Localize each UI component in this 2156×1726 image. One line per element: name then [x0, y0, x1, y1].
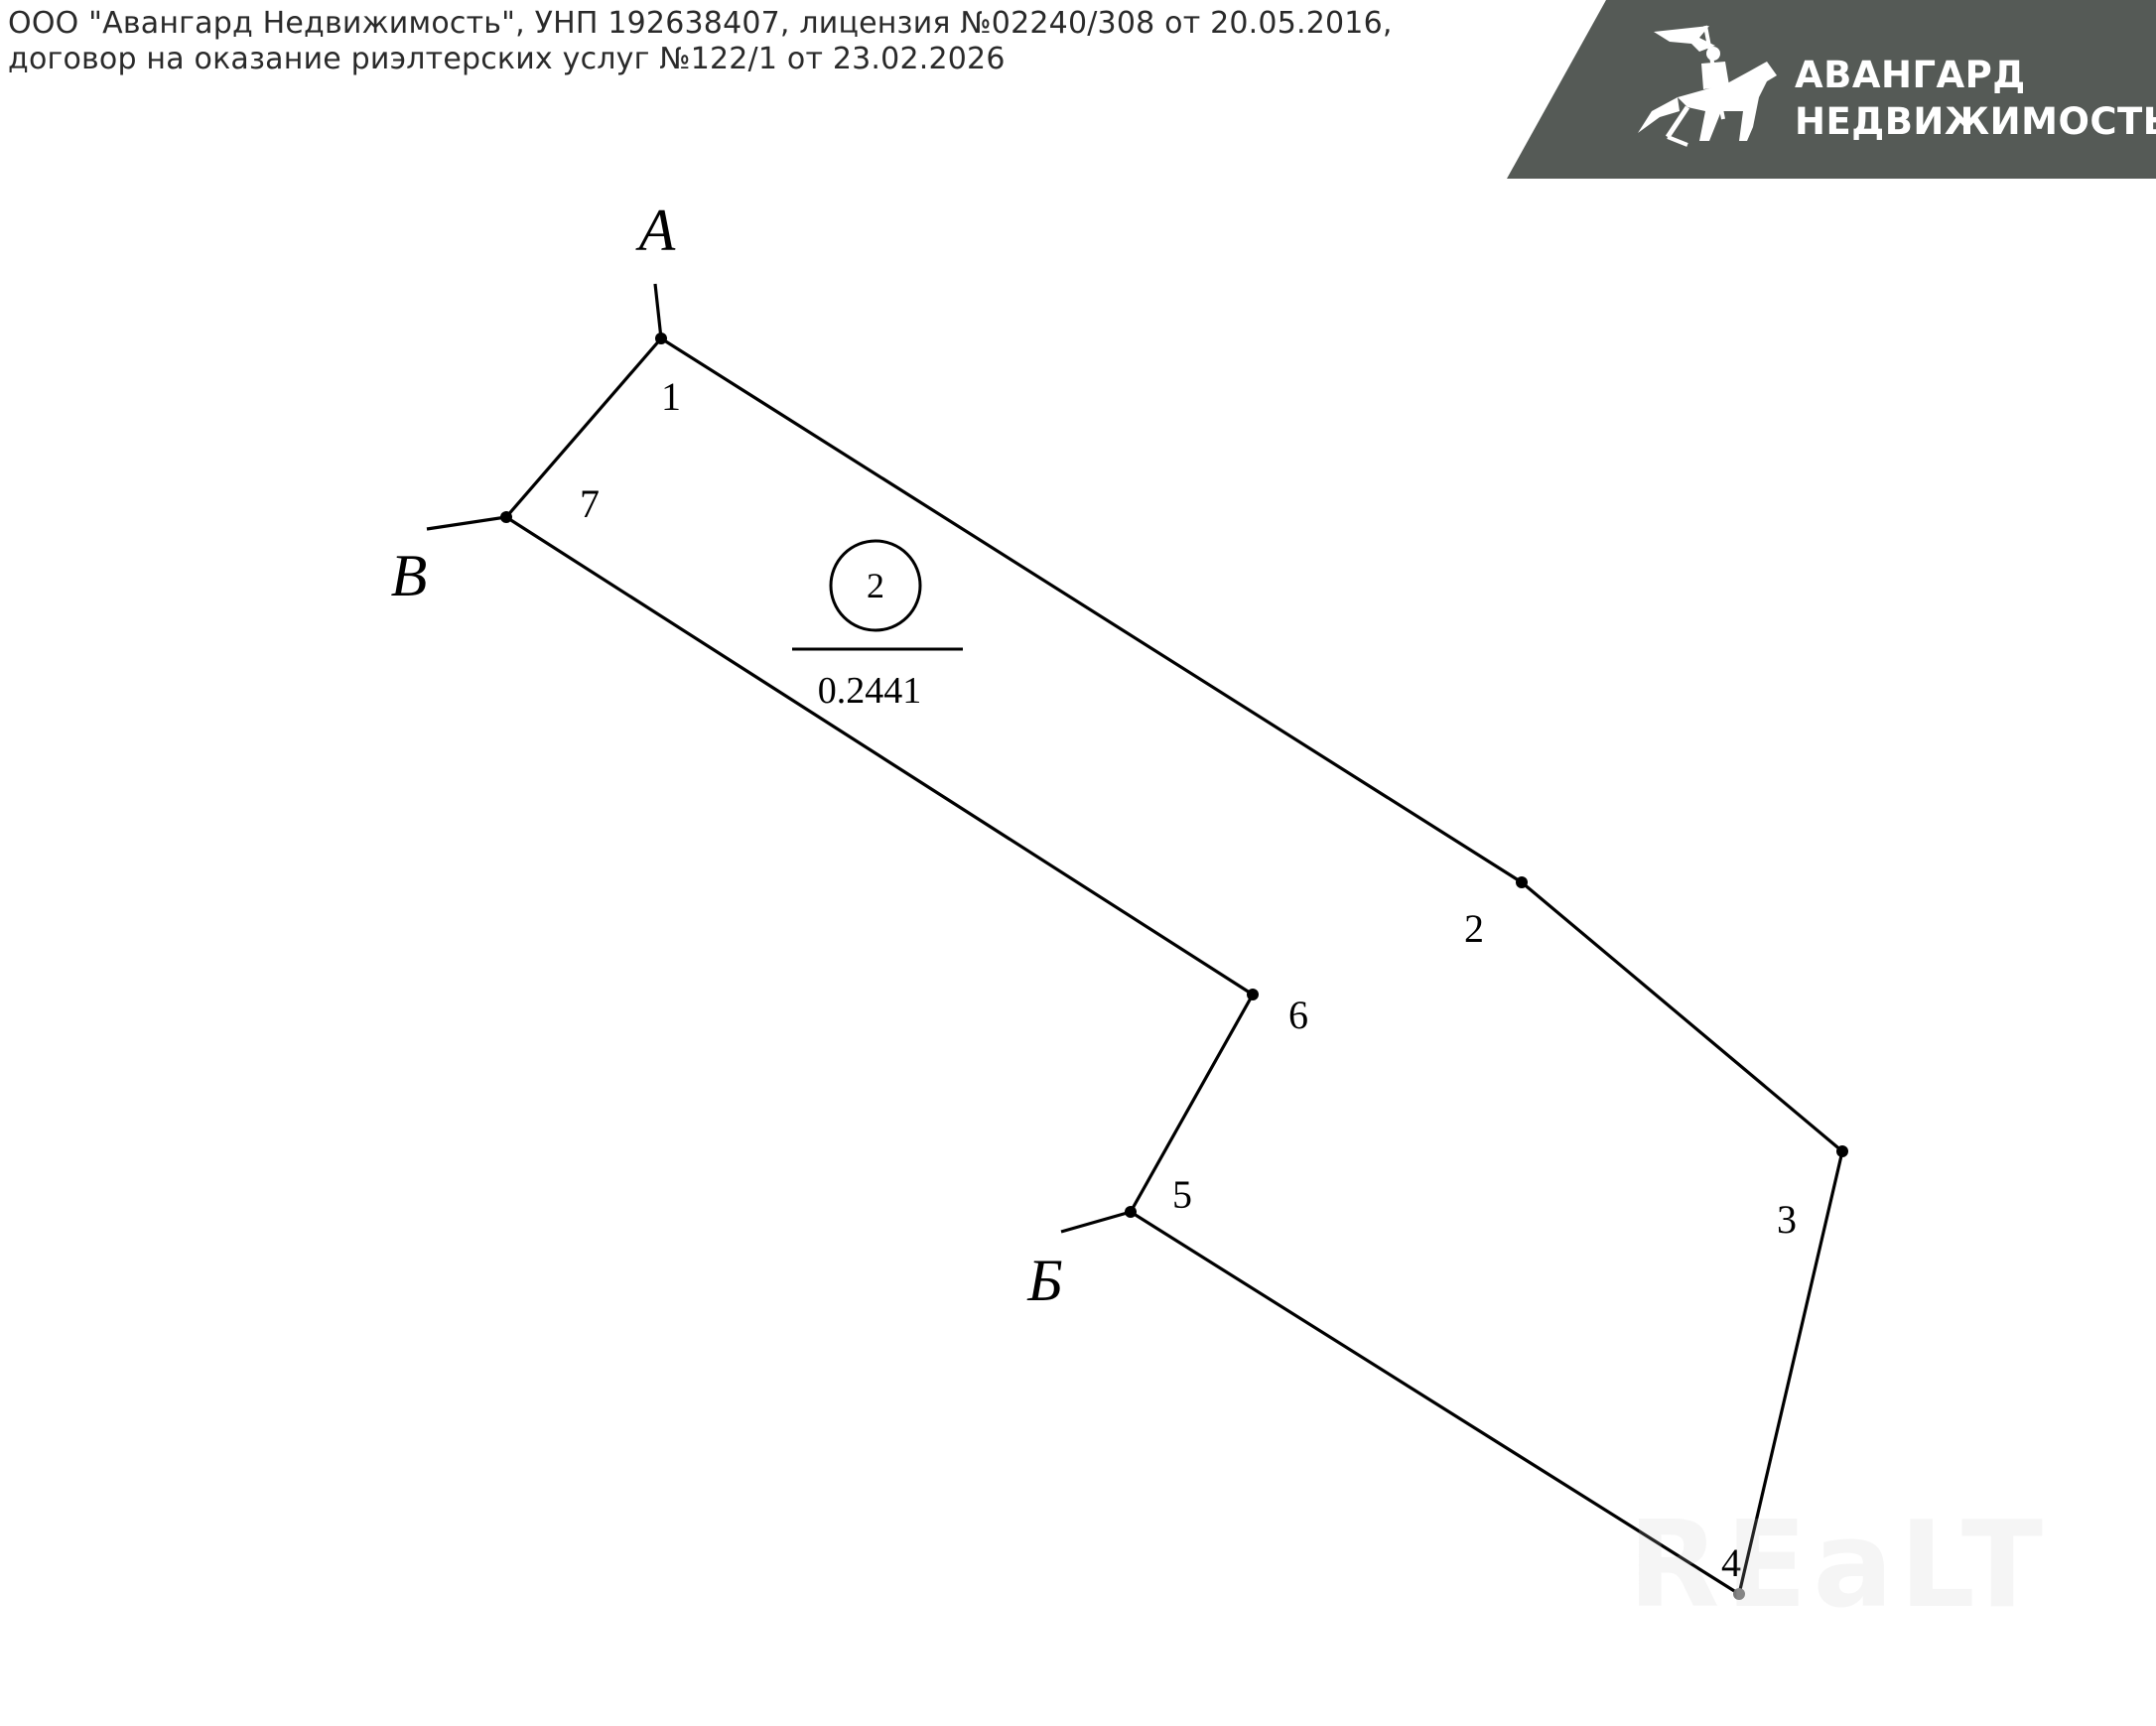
logo-wordmark: АВАНГАРД НЕДВИЖИМОСТЬ: [1795, 52, 2156, 145]
boundary-segment-7-1: [504, 336, 663, 519]
vertex-6: [1247, 989, 1259, 1000]
boundary-segment-3-4: [1737, 1150, 1844, 1595]
neighbor-tick-b: [1060, 1210, 1132, 1234]
vertex-7: [500, 511, 512, 523]
parcel-area: 0.2441: [818, 670, 922, 712]
neighbor-label-v: В: [391, 543, 428, 608]
parcel-number-circle: [829, 539, 922, 632]
realt-watermark: REaLT: [1628, 1497, 2049, 1635]
vertex-label-6: 6: [1288, 993, 1308, 1037]
logo-line-2: НЕДВИЖИМОСТЬ: [1795, 100, 2156, 143]
vertex-5: [1125, 1206, 1137, 1218]
boundary-segment-6-7: [505, 515, 1254, 996]
neighbor-tick-a: [653, 283, 663, 339]
neighbor-label-b: Б: [1026, 1248, 1062, 1313]
vertex-1: [655, 332, 667, 344]
boundary-segment-5-6: [1129, 994, 1255, 1213]
vertex-3: [1836, 1145, 1848, 1157]
neighbor-tick-v: [426, 515, 507, 531]
vertex-label-3: 3: [1777, 1197, 1797, 1242]
vertex-label-5: 5: [1172, 1172, 1192, 1217]
vertex-label-2: 2: [1464, 906, 1484, 951]
neighbor-label-a: А: [635, 198, 676, 263]
boundary-segment-4-5: [1130, 1210, 1740, 1596]
boundary-segment-2-3: [1520, 880, 1844, 1153]
vertex-label-4: 4: [1721, 1540, 1741, 1585]
vertex-label-7: 7: [580, 481, 600, 526]
logo-line-1: АВАНГАРД: [1795, 54, 2026, 96]
vertex-2: [1516, 876, 1528, 888]
vertex-label-1: 1: [661, 374, 681, 419]
agency-info: ООО "Авангард Недвижимость", УНП 1926384…: [8, 6, 1393, 77]
boundary-segment-1-2: [660, 336, 1523, 884]
agency-info-line-1: ООО "Авангард Недвижимость", УНП 1926384…: [8, 6, 1393, 41]
vertex-4: [1733, 1588, 1745, 1600]
parcel-number: 2: [867, 566, 884, 605]
agency-info-line-2: договор на оказание риэлтерских услуг №1…: [8, 42, 1006, 76]
